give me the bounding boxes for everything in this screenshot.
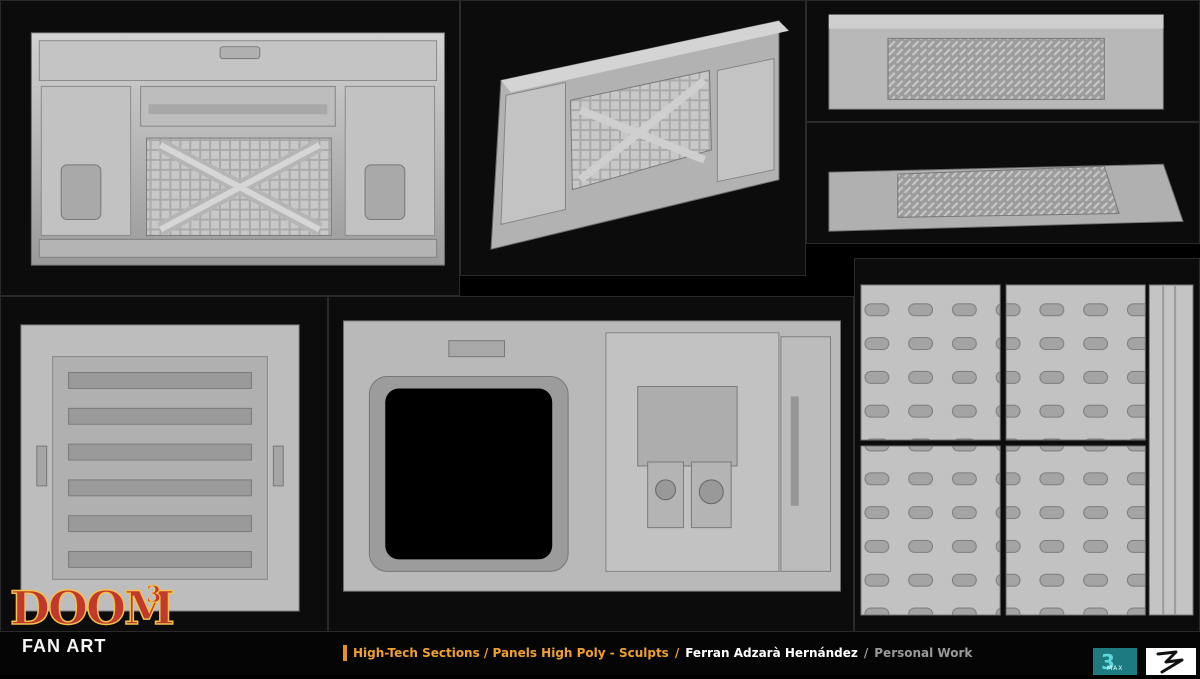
render-panel-tread-plate-perspective [806, 122, 1200, 244]
render-panel-crate-perspective [460, 0, 806, 276]
crate-perspective-sculpt [490, 20, 789, 250]
caption-work-type: Personal Work [874, 646, 973, 660]
3ds-max-glyph: 3 [1101, 650, 1115, 674]
caption-separator: / [674, 646, 680, 660]
tread-plate-front-sculpt [828, 14, 1164, 110]
logo-main-text: DOOM [9, 580, 175, 636]
zbrush-icon [1146, 648, 1196, 675]
tread-plate-perspective-sculpt [828, 163, 1184, 232]
3ds-max-label: MAX [1107, 665, 1124, 672]
3ds-max-icon: 3 MAX [1093, 648, 1137, 675]
crate-front-sculpt [30, 32, 446, 266]
vent-grille-sculpt [20, 324, 300, 612]
door-panel-sculpt [342, 320, 842, 592]
logo-subtitle: FAN ART [22, 636, 107, 656]
footer-bar [0, 632, 1200, 675]
zbrush-logo-glyph [1156, 650, 1184, 674]
render-panel-crate-front [0, 0, 460, 296]
render-panel-door [328, 296, 854, 632]
caption-accent-bar [343, 645, 347, 661]
caption-author: Ferran Adzarà Hernández [685, 646, 858, 660]
render-panel-floor-tiles [854, 258, 1200, 632]
caption: High-Tech Sections / Panels High Poly - … [343, 644, 972, 662]
floor-tiles-sculpt [860, 284, 1194, 616]
render-panel-tread-plate-front [806, 0, 1200, 122]
logo-superscript: 3 [145, 582, 162, 609]
caption-separator-2: / [863, 646, 869, 660]
render-panel-vent-grille [0, 296, 328, 632]
doom3-fan-art-logo: DOOM 3 FAN ART [6, 580, 175, 672]
caption-title: High-Tech Sections / Panels High Poly - … [353, 646, 669, 660]
